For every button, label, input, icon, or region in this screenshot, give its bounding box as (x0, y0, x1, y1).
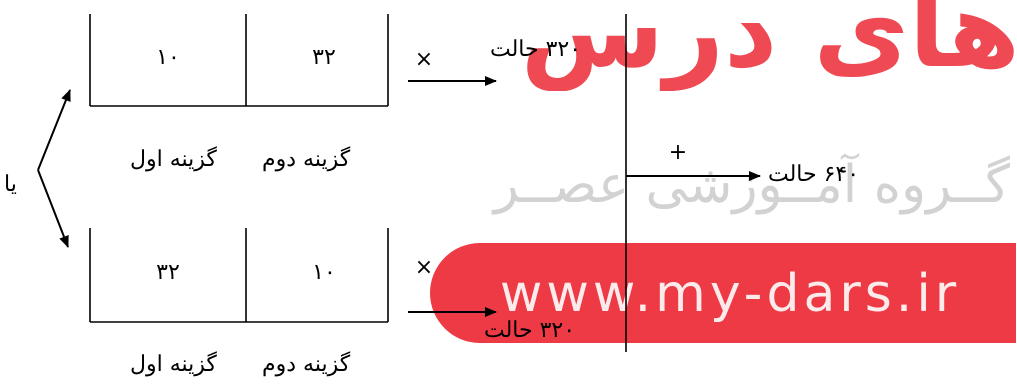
watermark-subtitle: گــروه آمــوزشی عصــر (493, 155, 1010, 215)
bottom-box (89, 228, 389, 323)
top-multiply-sign: × (414, 47, 434, 72)
or-label: یا (4, 172, 17, 197)
top-box-right-value: ۳۲ (312, 45, 336, 70)
bottom-box-right-value: ۱۰ (312, 260, 336, 285)
bottom-multiply-sign: × (414, 255, 434, 280)
watermark-title: های درس (520, 0, 1017, 91)
bottom-result-label: ۳۲۰ حالت (484, 318, 576, 343)
top-box (89, 14, 389, 107)
bottom-second-option-label: گزینه دوم (262, 352, 351, 377)
bottom-box-left-value: ۳۲ (156, 260, 180, 285)
watermark-url-banner (430, 243, 1016, 343)
top-first-option-label: گزینه اول (130, 147, 217, 172)
top-box-left-value: ۱۰ (156, 45, 180, 70)
branch-arrow-down (37, 169, 69, 248)
plus-sign: + (668, 140, 688, 165)
total-result-label: ۶۴۰ حالت (768, 162, 860, 187)
watermark-url: www.my-dars.ir (499, 264, 961, 324)
branch-arrow-up (37, 89, 71, 171)
top-result-label: ۳۲۰ حالت (490, 37, 582, 62)
top-second-option-label: گزینه دوم (262, 147, 351, 172)
bottom-first-option-label: گزینه اول (130, 352, 217, 377)
